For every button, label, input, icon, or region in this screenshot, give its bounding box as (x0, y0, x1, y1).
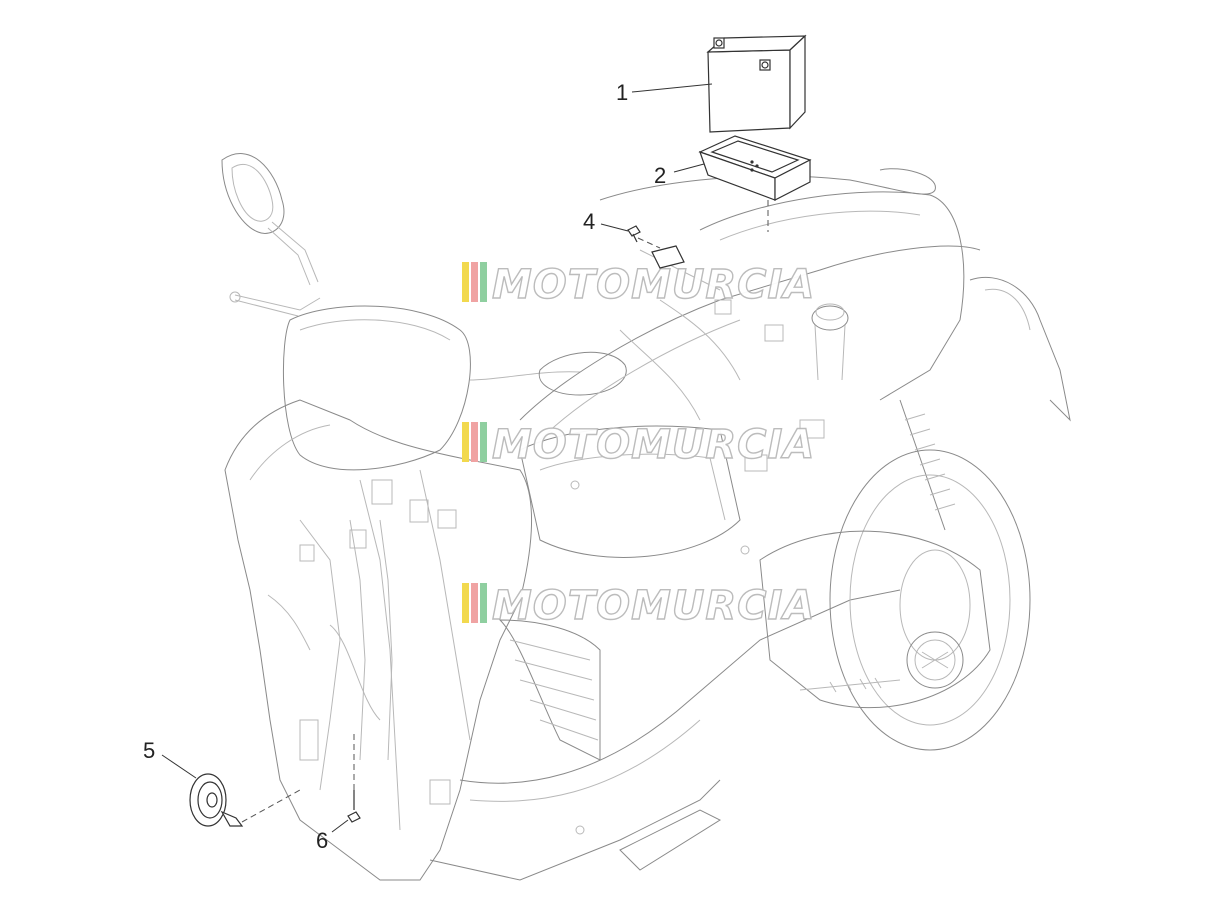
bolt-6-part (347, 790, 361, 823)
watermark-stripe-green (480, 422, 487, 462)
bolt-4-part (627, 225, 641, 243)
callout-1: 1 (616, 80, 713, 105)
watermark-3: MOTOMURCIA (462, 582, 815, 630)
watermark-stripe-green (480, 262, 487, 302)
callout-6-number: 6 (316, 828, 328, 853)
watermark-stripe-pink (471, 583, 478, 623)
watermark-stripe-pink (471, 422, 478, 462)
callout-4-number: 4 (583, 209, 595, 234)
watermark-stripe-green (480, 583, 487, 623)
battery-part (706, 34, 807, 133)
watermark-stripe-yellow (462, 422, 469, 462)
callout-5: 5 (143, 738, 197, 779)
watermark-1: MOTOMURCIA (462, 261, 815, 309)
callout-6: 6 (316, 819, 349, 853)
watermark-text: MOTOMURCIA (492, 422, 815, 468)
watermark-stripe-pink (471, 262, 478, 302)
watermark-text: MOTOMURCIA (492, 262, 815, 308)
battery-tray-part (698, 135, 812, 201)
watermark-2: MOTOMURCIA (462, 421, 815, 469)
scooter-frame-drawing (221, 153, 1071, 881)
watermark-text: MOTOMURCIA (492, 583, 815, 629)
horn-dash-line (241, 789, 301, 823)
callout-5-number: 5 (143, 738, 155, 763)
horn-part (189, 773, 244, 827)
callout-2-number: 2 (654, 163, 666, 188)
callout-4: 4 (583, 209, 629, 234)
callout-1-number: 1 (616, 80, 628, 105)
watermark-stripe-yellow (462, 583, 469, 623)
bolt-4-dash-line (637, 237, 661, 249)
callout-2: 2 (654, 163, 705, 188)
watermark-stripe-yellow (462, 262, 469, 302)
clip-part (651, 245, 685, 269)
